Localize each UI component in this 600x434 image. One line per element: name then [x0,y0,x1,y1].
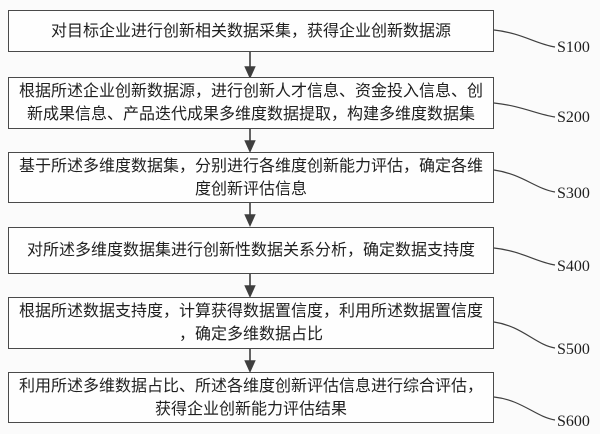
flow-box-s600-text-line1: 利用所述多维数据占比、所述各维度创新评估信息进行综合评估， [18,377,483,395]
step-label-s400: S400 [557,258,590,275]
flow-box-s200-text-line1: 根据所述企业创新数据源，进行创新人才信息、资金投入信息、创 [18,83,483,100]
flow-box-s400: 对所述多维度数据集进行创新性数据关系分析，确定数据支持度 [8,227,494,274]
step-label-s500: S500 [557,341,590,358]
step-label-s600: S600 [557,413,590,430]
arrow-down-1 [244,52,256,79]
leader-curve-s100 [493,29,556,48]
leader-curve-s300 [493,169,556,193]
flow-box-s100: 对目标企业进行创新相关数据采集，获得企业创新数据源 [8,10,494,52]
flow-box-s200-text-line2: 新成果信息、产品迭代成果多维度数据提取，构建多维度数据集 [26,106,475,123]
flow-box-s100-text: 对目标企业进行创新相关数据采集，获得企业创新数据源 [50,22,451,40]
flow-box-s200: 根据所述企业创新数据源，进行创新人才信息、资金投入信息、创 新成果信息、产品迭代… [8,77,494,129]
step-label-s100: S100 [557,39,590,56]
arrow-down-5 [244,349,256,373]
flow-box-s600: 利用所述多维数据占比、所述各维度创新评估信息进行综合评估， 获得企业创新能力评估… [8,372,494,423]
flow-box-s300-text-line1: 基于所述多维度数据集，分别进行各维度创新能力评估，确定各维 [18,157,483,175]
arrow-down-4 [244,274,256,298]
arrow-down-3 [244,203,256,227]
step-label-s300: S300 [557,185,590,202]
flow-box-s400-text: 对所述多维度数据集进行创新性数据关系分析，确定数据支持度 [26,242,475,259]
flow-box-s500-text-line2: ，确定多维数据占比 [178,326,323,343]
step-label-s200: S200 [557,109,590,126]
leader-curve-s500 [493,321,556,349]
flow-box-s600-text-line2: 获得企业创新能力评估结果 [154,400,347,418]
arrow-down-2 [244,129,256,153]
flow-box-s500: 根据所述数据支持度，计算获得数据置信度，利用所述数据置信度 ，确定多维数据占比 [8,297,494,349]
leader-curve-s400 [493,247,556,266]
flow-box-s500-text-line1: 根据所述数据支持度，计算获得数据置信度，利用所述数据置信度 [18,303,483,320]
flow-box-s300-text-line2: 度创新评估信息 [194,180,307,198]
leader-curve-s600 [493,396,556,421]
flow-box-s300: 基于所述多维度数据集，分别进行各维度创新能力评估，确定各维 度创新评估信息 [8,152,494,203]
leader-curve-s200 [493,102,556,118]
